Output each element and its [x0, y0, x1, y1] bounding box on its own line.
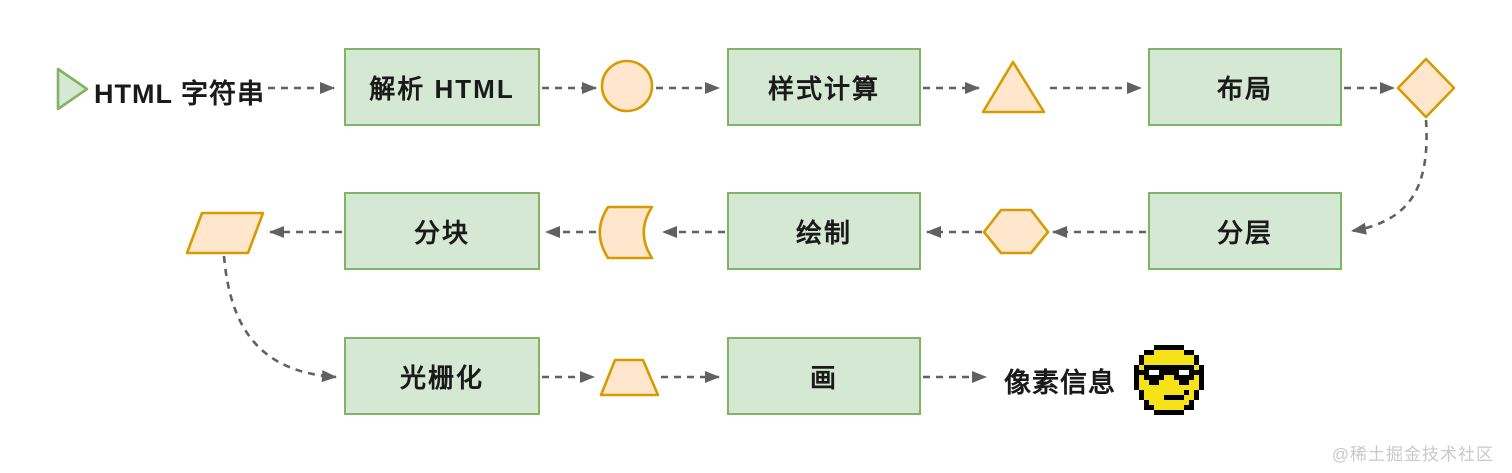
- node-parse-html-label: 解析 HTML: [369, 73, 515, 104]
- node-draw-label: 画: [809, 362, 838, 393]
- parallelogram-icon: [185, 211, 265, 255]
- diamond-icon: [1396, 57, 1456, 119]
- node-draw: 画: [727, 337, 921, 415]
- node-paint-label: 绘制: [795, 217, 852, 248]
- node-layer: 分层: [1148, 192, 1342, 270]
- node-parse-html: 解析 HTML: [344, 48, 540, 126]
- node-layout: 布局: [1148, 48, 1342, 126]
- trapezoid-icon: [599, 358, 660, 397]
- triangle-icon: [981, 60, 1046, 114]
- play-triangle-icon: [56, 67, 89, 111]
- hexagon-icon: [982, 208, 1050, 255]
- node-layer-label: 分层: [1216, 217, 1273, 248]
- circle-icon: [600, 59, 654, 113]
- node-style-calc: 样式计算: [727, 48, 921, 126]
- watermark: @稀土掘金技术社区: [1331, 445, 1494, 464]
- node-tiling-label: 分块: [413, 217, 470, 248]
- output-label: 像素信息: [1004, 368, 1116, 398]
- node-layout-label: 布局: [1216, 73, 1273, 104]
- node-tiling: 分块: [344, 192, 540, 270]
- node-style-calc-label: 样式计算: [767, 73, 880, 104]
- start-label: HTML 字符串: [94, 79, 265, 109]
- connector-parallelogram-to-raster: [222, 255, 337, 383]
- node-rasterize: 光栅化: [344, 337, 540, 415]
- node-paint: 绘制: [727, 192, 921, 270]
- connector-diamond-to-layer: [1351, 119, 1428, 235]
- stored-data-icon: [598, 205, 654, 260]
- node-rasterize-label: 光栅化: [399, 362, 484, 393]
- sunglasses-smiley-icon: [1134, 345, 1204, 415]
